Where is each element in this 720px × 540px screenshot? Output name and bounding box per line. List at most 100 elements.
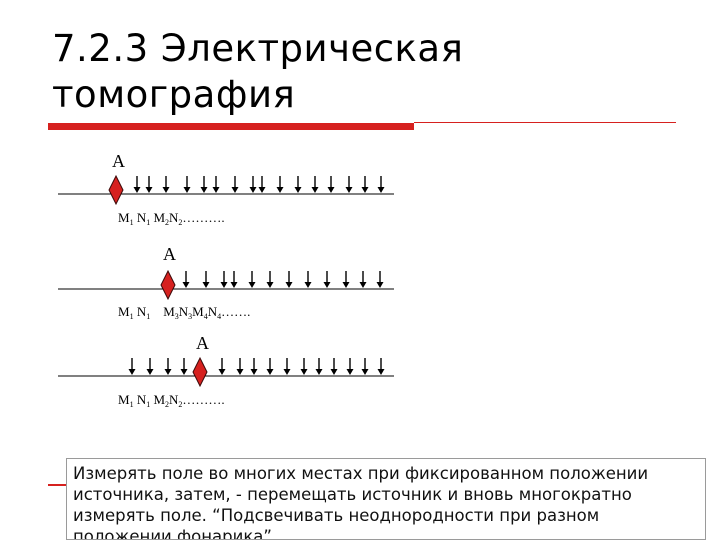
electrode-arrow [182,271,190,288]
description-text-box: Измерять поле во многих местах при фикси… [66,458,706,540]
electrode-arrow [283,358,291,375]
electrode-label-subscript: 2 [178,400,182,409]
electrode-label-text: N [169,210,179,225]
electrode-arrow-head [230,282,238,288]
electrode-arrow [342,271,350,288]
electrode-label-text: N [134,210,147,225]
electrode-arrow-head [164,369,172,375]
electrode-label: M1 N1 M2N2………. [118,210,225,227]
electrode-arrow [285,271,293,288]
electrode-arrow-head [304,282,312,288]
electrode-arrow-head [182,282,190,288]
electrode-arrow-head [361,187,369,193]
electrode-arrow [276,176,284,193]
electrode-label-subscript: 1 [146,218,150,227]
electrode-label-text: N [208,304,218,319]
title-line-2: томография [52,73,296,116]
electrode-arrow [230,271,238,288]
source-label: A [112,151,125,171]
electrode-arrow-head [212,187,220,193]
source-diamond-icon [192,356,208,388]
electrode-label-subscript: 1 [130,218,134,227]
electrode-arrow [249,176,257,193]
slide-title: 7.2.3 Электрическая томография [52,26,652,118]
electrode-arrow [323,271,331,288]
electrode-arrow-head [345,187,353,193]
electrode-arrow [300,358,308,375]
electrode-arrow [250,358,258,375]
electrode-arrow [377,176,385,193]
electrode-label-subscript: 1 [130,312,134,321]
electrode-arrow-head [327,187,335,193]
electrode-arrow [315,358,323,375]
electrode-arrow-head [236,369,244,375]
electrode-arrow [304,271,312,288]
electrode-arrow [231,176,239,193]
electrode-label-text: M [150,210,165,225]
electrode-label-text: M [118,392,130,407]
source-label: A [163,244,176,264]
electrode-arrow-head [311,187,319,193]
electrode-label-text: N [134,392,147,407]
electrode-arrow [377,358,385,375]
electrode-label-text: M [118,304,130,319]
electrode-label-subscript: 2 [165,218,169,227]
bottom-accent-line [48,484,68,486]
electrode-arrow-head [183,187,191,193]
electrode-arrow [212,176,220,193]
electrode-arrow [164,358,172,375]
electrode-arrow-head [249,187,257,193]
electrode-label-subscript: 1 [146,312,150,321]
electrode-arrow-head [218,369,226,375]
electrode-arrow-head [300,369,308,375]
electrode-arrow [200,176,208,193]
title-underline-thick [48,123,414,130]
electrode-arrow-head [180,369,188,375]
electrode-arrow-head [250,369,258,375]
electrode-label-text: ……. [221,304,250,319]
electrode-label: M1 N1 M3N3M4N4……. [118,304,250,321]
electrode-arrow-head [202,282,210,288]
electrode-arrow [359,271,367,288]
electrode-label-text: M [150,392,165,407]
electrode-label-subscript: 4 [217,312,221,321]
electrode-label-subscript: 1 [146,400,150,409]
electrode-arrow [345,176,353,193]
electrode-arrow-head [276,187,284,193]
electrode-arrow [162,176,170,193]
electrode-arrow-head [200,187,208,193]
electrode-arrow-head [294,187,302,193]
electrode-arrow [266,271,274,288]
electrode-label-subscript: 1 [130,400,134,409]
electrode-arrow [218,358,226,375]
electrode-arrow-head [145,187,153,193]
electrode-arrow-head [361,369,369,375]
electrode-arrow [248,271,256,288]
electrode-arrow [145,176,153,193]
electrode-arrow-head [128,369,136,375]
electrode-arrow-head [248,282,256,288]
electrode-arrow [128,358,136,375]
electrode-label-text: N [179,304,189,319]
electrode-arrow [376,271,384,288]
electrode-arrow-head [330,369,338,375]
electrode-arrow-head [315,369,323,375]
electrode-label-text: ………. [182,392,224,407]
electrode-arrow-head [323,282,331,288]
electrode-arrow-head [231,187,239,193]
electrode-arrow [146,358,154,375]
measurement-row-2: AM1 N1 M3N3M4N4……. [58,244,394,321]
electrode-arrow [311,176,319,193]
electrode-arrow-head [285,282,293,288]
electrode-label-subscript: 2 [165,400,169,409]
electrode-arrow-head [162,187,170,193]
electrode-arrow [294,176,302,193]
electrode-arrow-head [346,369,354,375]
electrode-label-text: ………. [182,210,224,225]
electrode-label-text: N [169,392,179,407]
electrode-arrow [361,176,369,193]
electrode-arrow-head [258,187,266,193]
electrode-arrow-head [359,282,367,288]
electrode-arrow [346,358,354,375]
